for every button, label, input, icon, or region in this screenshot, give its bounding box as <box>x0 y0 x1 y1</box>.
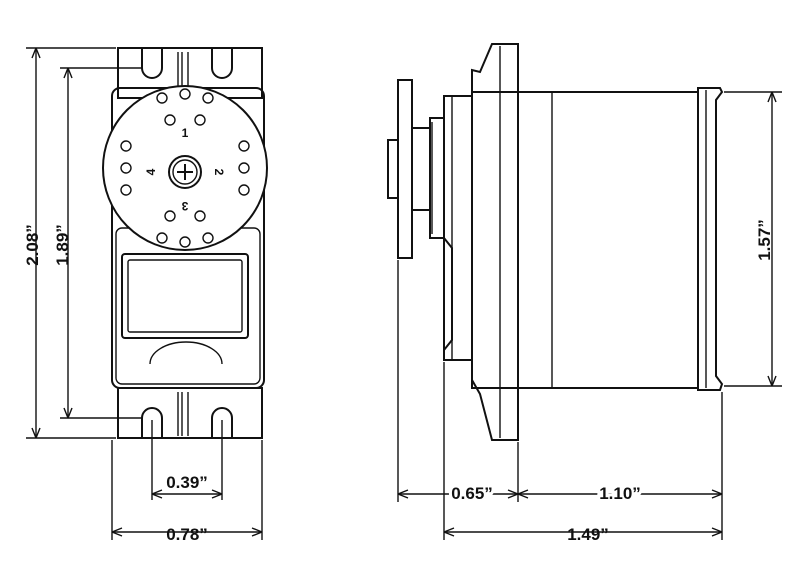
dim-label-overall-height: 2.08” <box>23 224 42 266</box>
bottom-left-slot <box>141 407 163 438</box>
dim-label-shaft-to-flange: 0.65” <box>451 484 493 503</box>
dim-mount-height <box>60 67 142 419</box>
front-view: 1 2 3 4 2.08” 1.89” <box>23 47 268 544</box>
side-flange <box>471 43 519 441</box>
side-view: 1.57” 0.65” 1.10” 1.49” <box>387 43 782 544</box>
dim-hole-spacing <box>151 420 223 500</box>
dim-overall-depth <box>443 362 723 540</box>
label-window <box>121 253 249 339</box>
bottom-mounting-tab <box>117 387 263 439</box>
rear-cap <box>697 87 724 391</box>
dim-body-height <box>724 91 782 387</box>
top-right-slot <box>211 48 233 79</box>
dim-label-body-width: 0.78” <box>166 525 208 544</box>
dim-body-width <box>111 440 263 540</box>
dim-label-hole-spacing: 0.39” <box>166 473 208 492</box>
plus-icon <box>177 164 193 180</box>
side-horn <box>397 79 413 259</box>
dim-label-flange-to-back: 1.10” <box>599 484 641 503</box>
bottom-right-slot <box>211 407 233 438</box>
side-case <box>471 91 699 389</box>
dim-depth-segments <box>397 260 723 540</box>
horn-label-4: 4 <box>144 168 158 175</box>
horn-label-2: 2 <box>212 169 226 176</box>
top-mounting-tab <box>117 47 263 99</box>
output-shaft-boss <box>411 127 431 211</box>
dim-overall-height <box>26 47 116 439</box>
top-left-slot <box>141 48 163 79</box>
dim-label-mount-height: 1.89” <box>53 224 72 266</box>
dim-label-body-height: 1.57” <box>755 219 774 261</box>
gear-housing <box>443 95 473 361</box>
side-horn-hub <box>387 139 399 199</box>
horn-holes <box>120 88 250 248</box>
horn-label-1: 1 <box>182 126 189 140</box>
dim-label-overall-depth: 1.49” <box>567 525 609 544</box>
horn-label-3: 3 <box>181 199 188 213</box>
